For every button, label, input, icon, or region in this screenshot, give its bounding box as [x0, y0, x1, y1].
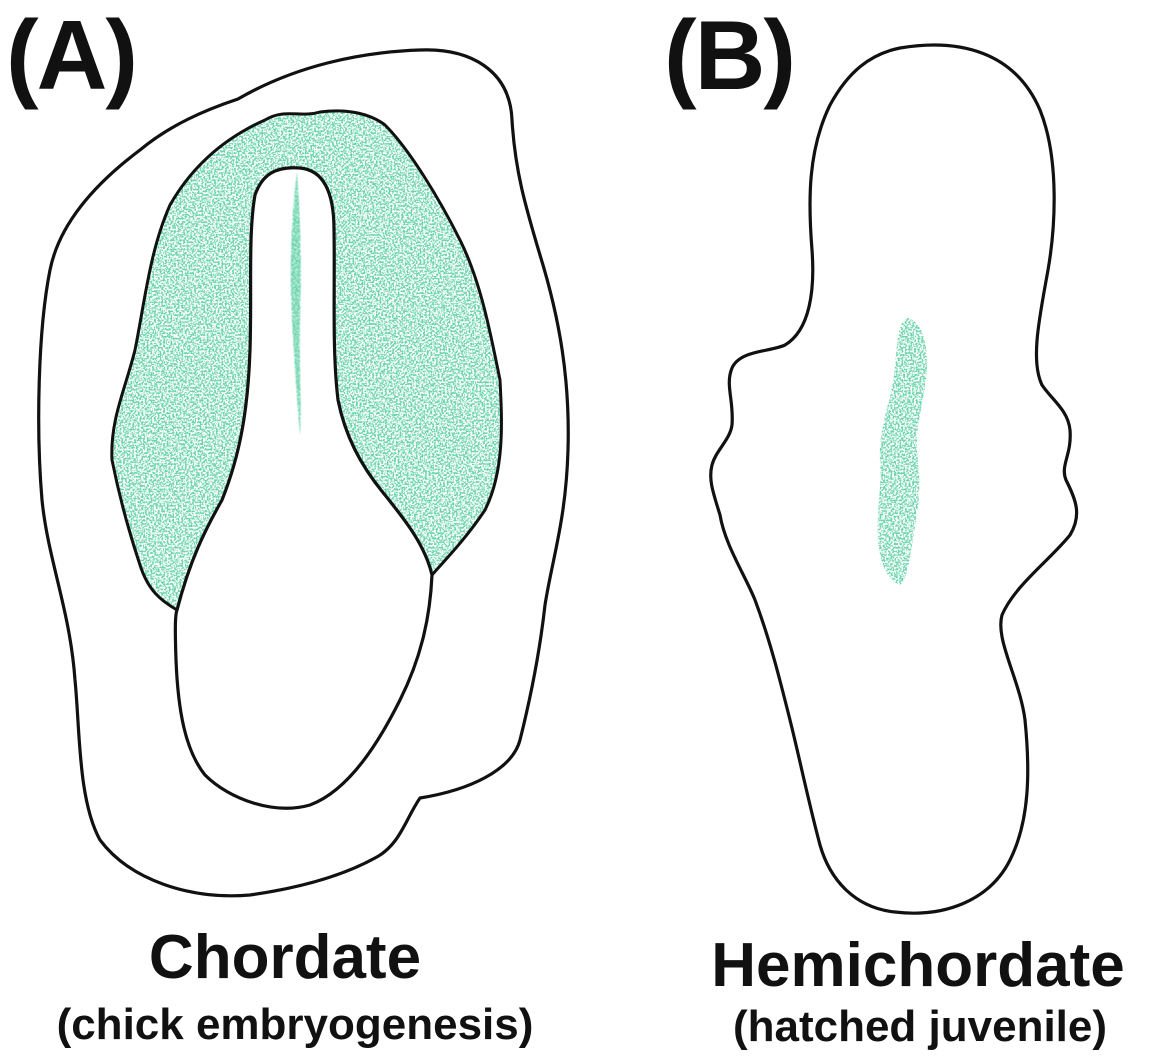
- caption-subtitle-b: (hatched juvenile): [700, 1005, 1140, 1049]
- stomochord-stain: [878, 318, 927, 585]
- caption-title-a: Chordate: [100, 927, 470, 989]
- caption-subtitle-a: (chick embryogenesis): [10, 1003, 580, 1047]
- caption-title-b: Hemichordate: [690, 935, 1146, 997]
- panel-label-b: (B): [664, 6, 794, 104]
- panel-label-a: (A): [6, 6, 136, 104]
- hemichordate-drawing: [711, 45, 1077, 913]
- chick-embryo-drawing: [39, 50, 569, 896]
